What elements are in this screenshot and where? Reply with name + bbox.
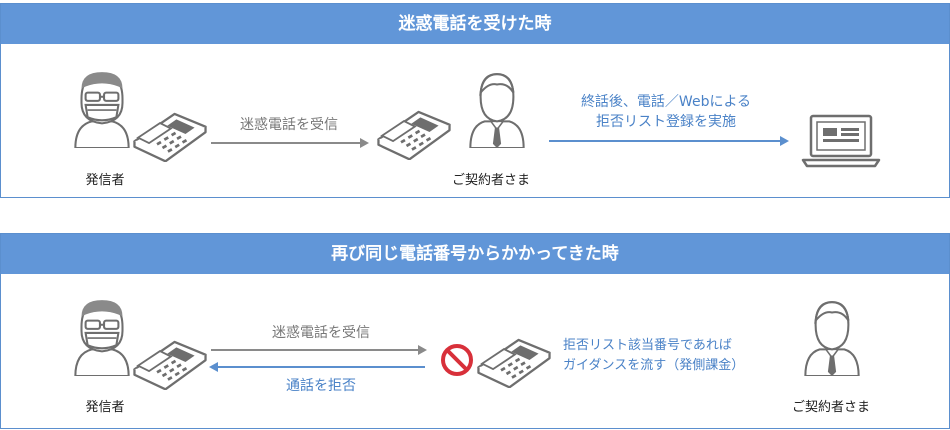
customer-icon (801, 294, 863, 376)
panel-repeat-call: 再び同じ電話番号からかかってきた時 発信者 迷惑電話を受信 通話を拒否 拒否リス… (0, 233, 950, 429)
block-icon (441, 344, 473, 376)
guidance-line1: 拒否リスト該当番号であれば (563, 338, 732, 353)
laptop-icon (801, 114, 881, 168)
receive-call-label: 迷惑電話を受信 (272, 325, 370, 341)
guidance-line2: ガイダンスを流す（発側課金） (563, 358, 745, 373)
customer-label: ご契約者さま (451, 173, 530, 188)
register-label-line2: 拒否リスト登録を実施 (596, 114, 736, 130)
reject-label: 通話を拒否 (286, 378, 356, 394)
masked-caller-icon (71, 294, 133, 376)
customer-icon (466, 66, 528, 148)
customer-label: ご契約者さま (791, 400, 870, 415)
phone-icon (129, 334, 211, 390)
phone-icon (129, 106, 211, 162)
panel-first-call: 迷惑電話を受けた時 発信者 迷惑電話を受信 ご契約者さま 終話後、電話／Webに… (0, 3, 950, 198)
receive-arrow (211, 138, 369, 148)
phone-icon (473, 332, 555, 388)
register-arrow (549, 136, 789, 146)
receive-call-label: 迷惑電話を受信 (240, 117, 338, 133)
panel2-title: 再び同じ電話番号からかかってきた時 (1, 234, 949, 274)
phone-icon (373, 104, 455, 160)
caller-label: 発信者 (85, 173, 125, 188)
masked-caller-icon (71, 66, 133, 148)
register-label-line1: 終話後、電話／Webによる (580, 94, 752, 110)
caller-label: 発信者 (85, 400, 125, 415)
reject-arrow (209, 362, 425, 372)
receive-arrow (211, 345, 427, 355)
panel1-title: 迷惑電話を受けた時 (1, 4, 949, 44)
